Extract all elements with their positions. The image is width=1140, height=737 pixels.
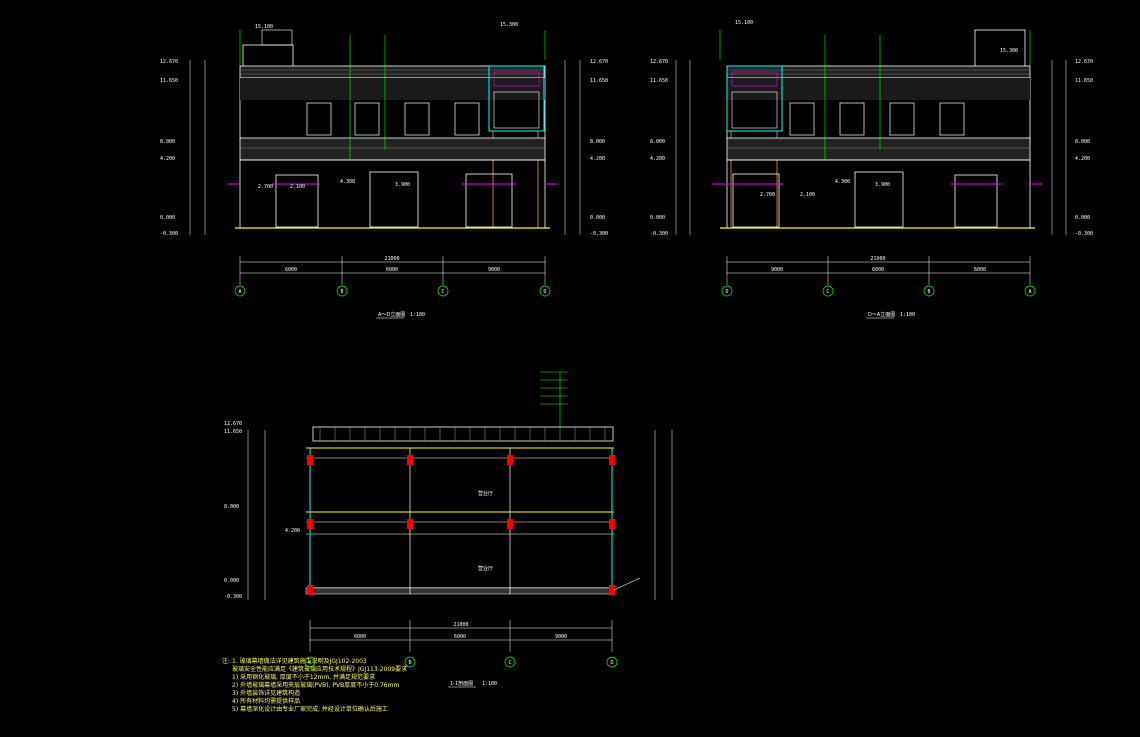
note-line: 1. 玻璃幕墙做法详见建筑施工说明及JGJ102-2003 xyxy=(232,657,367,665)
axis-label: B xyxy=(927,289,930,295)
drawing-title: D～A立面图 xyxy=(868,311,895,318)
drawing-title: A～D立面图 xyxy=(378,311,405,318)
note-line: 2) 外墙玻璃幕墙采用夹层玻璃(PVB), PVB厚度不小于0.76mm xyxy=(232,681,399,689)
total-dimension: 21000 xyxy=(870,256,885,262)
bay-dimension: 6000 xyxy=(285,267,297,273)
level-label: 8.000 xyxy=(590,139,605,145)
level-label: 4.200 xyxy=(590,156,605,162)
annotation: 15.300 xyxy=(500,22,518,28)
level-label: 11.650 xyxy=(160,78,178,84)
level-label: 8.000 xyxy=(224,504,239,510)
section-1-1 xyxy=(247,371,673,652)
bay-dimension: 6000 xyxy=(454,634,466,640)
bay-dimension: 6000 xyxy=(974,267,986,273)
axis-label: C xyxy=(441,289,444,295)
level-label: 12.670 xyxy=(650,59,668,65)
elev-right-axes: D C B A 21000 9000 6000 6000 D～A立面图 1:10… xyxy=(721,256,1036,319)
bay-dimension: 9000 xyxy=(771,267,783,273)
level-label: 11.650 xyxy=(650,78,668,84)
level-label: -0.300 xyxy=(224,594,242,600)
level-label: 0.000 xyxy=(224,578,239,584)
axis-label: D xyxy=(725,289,728,295)
level-label: 12.670 xyxy=(224,421,242,427)
note-line: 4) 所有材料均需提供样品 xyxy=(232,697,300,705)
level-label: 12.670 xyxy=(590,59,608,65)
axis-label: C xyxy=(826,289,829,295)
level-label: 0.000 xyxy=(590,215,605,221)
bay-dimension: 9000 xyxy=(555,634,567,640)
level-label: 11.650 xyxy=(590,78,608,84)
level-label: -0.300 xyxy=(590,231,608,237)
annotation: 15.100 xyxy=(255,24,273,30)
level-label: 0.000 xyxy=(160,215,175,221)
note-line: 3) 外墙装饰详见建筑构造 xyxy=(232,689,300,697)
axis-label: D xyxy=(543,289,546,295)
level-label: 11.650 xyxy=(224,429,242,435)
level-label: 11.650 xyxy=(1075,78,1093,84)
total-dimension: 21000 xyxy=(453,622,468,628)
elev-right-levels: 12.670 11.650 8.000 4.200 0.000 -0.300 1… xyxy=(650,20,1093,237)
bay-dimension: 6000 xyxy=(386,267,398,273)
annotation: 15.300 xyxy=(1000,48,1018,54)
level-label: 8.000 xyxy=(1075,139,1090,145)
note-line: 1) 采用钢化玻璃, 厚度不小于12mm, 并满足规范要求 xyxy=(232,673,375,681)
bay-dimension: 9000 xyxy=(488,267,500,273)
elev-left-axes: A B C D 21000 6000 6000 9000 A～D立面图 1:10… xyxy=(234,256,551,319)
level-label: 4.200 xyxy=(285,528,300,534)
level-label: -0.300 xyxy=(160,231,178,237)
notes-heading: 注: xyxy=(222,657,230,665)
annotation: 4.300 xyxy=(835,179,850,185)
section-annotations: A B C D 21000 6000 6000 9000 12.670 11.6… xyxy=(224,421,618,688)
room-label: 营业厅 xyxy=(478,565,493,572)
annotation: 2.100 xyxy=(800,192,815,198)
annotation: 15.100 xyxy=(735,20,753,26)
drawing-scale: 1:100 xyxy=(482,681,497,687)
note-line: 5) 幕墙深化设计由专业厂家完成, 并经设计单位确认后施工 xyxy=(232,705,388,713)
bay-dimension: 6000 xyxy=(354,634,366,640)
total-dimension: 21000 xyxy=(384,256,399,262)
annotation: 3.900 xyxy=(395,182,410,188)
level-label: 12.670 xyxy=(160,59,178,65)
axis-label: B xyxy=(408,660,411,666)
elevation-d-a xyxy=(675,29,1067,285)
level-label: 4.200 xyxy=(1075,156,1090,162)
elevation-a-d xyxy=(189,29,581,285)
drawing-scale: 1:100 xyxy=(410,312,425,318)
level-label: 8.000 xyxy=(650,139,665,145)
level-label: -0.300 xyxy=(650,231,668,237)
axis-label: B xyxy=(340,289,343,295)
level-label: 4.200 xyxy=(650,156,665,162)
annotation: 3.900 xyxy=(875,182,890,188)
level-label: 4.200 xyxy=(160,156,175,162)
annotation: 2.100 xyxy=(290,184,305,190)
axis-label: A xyxy=(1028,289,1031,295)
room-label: 营业厅 xyxy=(478,490,493,497)
axis-label: A xyxy=(238,289,241,295)
general-notes: 注: 1. 玻璃幕墙做法详见建筑施工说明及JGJ102-2003 玻璃安全性能应… xyxy=(222,657,407,713)
annotation: 2.700 xyxy=(258,184,273,190)
axis-label: A xyxy=(308,660,311,666)
annotation: 4.300 xyxy=(340,179,355,185)
level-label: 12.670 xyxy=(1075,59,1093,65)
annotation: 2.700 xyxy=(760,192,775,198)
drawing-scale: 1:100 xyxy=(900,312,915,318)
level-label: 0.000 xyxy=(1075,215,1090,221)
note-line: 玻璃安全性能应满足《建筑玻璃应用技术规程》JGJ113-2009要求 xyxy=(232,665,407,673)
level-label: 0.000 xyxy=(650,215,665,221)
elev-left-levels: 12.670 11.650 8.000 4.200 0.000 -0.300 1… xyxy=(160,22,608,237)
drawing-title: 1-1剖面图 xyxy=(450,680,473,687)
bay-dimension: 6000 xyxy=(872,267,884,273)
level-label: -0.300 xyxy=(1075,231,1093,237)
level-label: 8.000 xyxy=(160,139,175,145)
axis-label: D xyxy=(610,660,613,666)
axis-label: C xyxy=(508,660,511,666)
